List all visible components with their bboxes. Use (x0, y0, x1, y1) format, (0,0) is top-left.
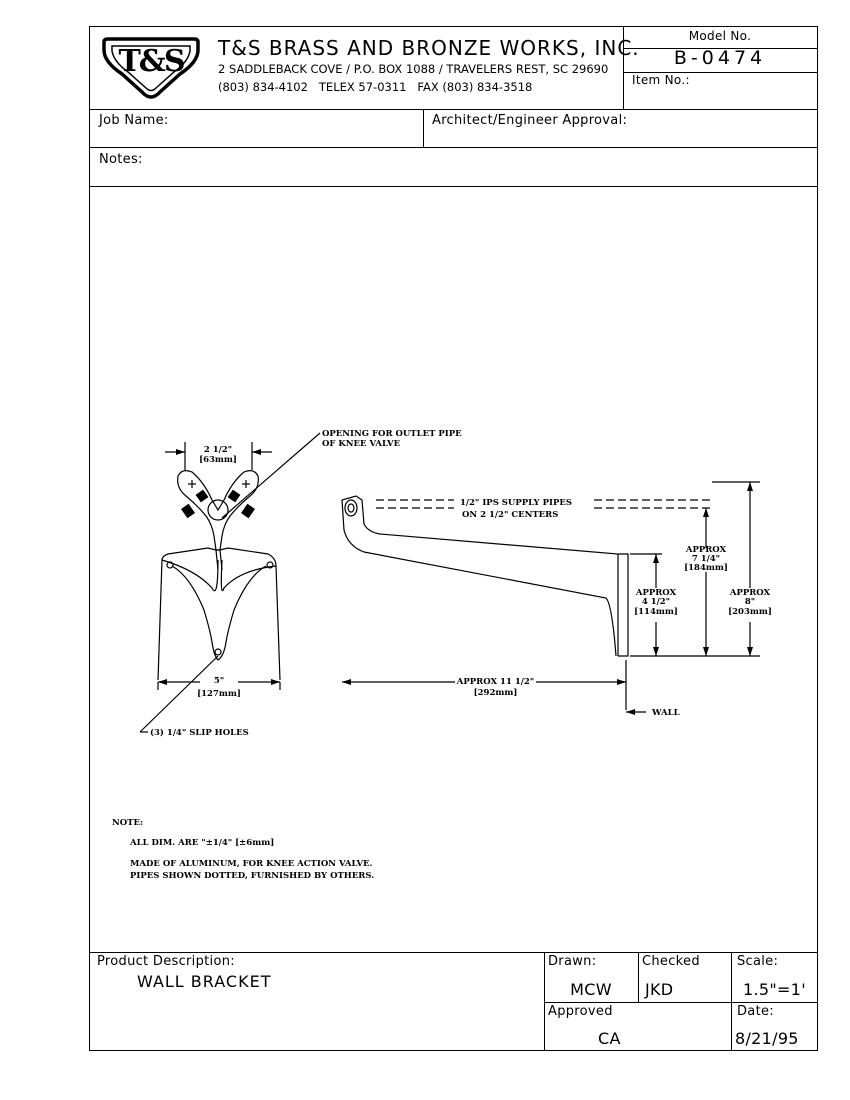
model-row-divider (623, 48, 817, 49)
dim-length-mm: [292mm] (473, 688, 518, 698)
date-value: 8/21/95 (735, 1029, 799, 1048)
job-row-divider (90, 147, 817, 148)
dim-top-width-mm: [63mm] (199, 455, 237, 465)
dim-8-approx: APPROX (729, 588, 771, 598)
dim-8-value: 8" (744, 597, 756, 607)
callout-slip-holes: (3) 1/4" SLIP HOLES (150, 728, 249, 738)
footer-mid-divider (544, 1002, 817, 1003)
footer-col2-divider (638, 952, 639, 1002)
dim-base-width: 5" (213, 676, 225, 686)
job-name-label: Job Name: (99, 113, 169, 128)
notes-label: Notes: (99, 152, 143, 167)
callout-opening-line2: OF KNEE VALVE (322, 439, 401, 449)
model-label: Model No. (688, 29, 752, 43)
dim-top-width: 2 1/2" (203, 445, 233, 455)
dim-7-1-4-value: 7 1/4" (691, 554, 721, 564)
wall-label: WALL (652, 708, 680, 718)
dim-4-1-2-value: 4 1/2" (641, 597, 671, 607)
dim-4-1-2-approx: APPROX (635, 588, 677, 598)
approved-label: Approved (548, 1004, 613, 1019)
job-architect-divider (423, 109, 424, 147)
model-box-divider (623, 27, 624, 109)
header-divider (90, 109, 817, 110)
model-value: B-0474 (673, 47, 767, 69)
technical-drawing: 2 1/2" [63mm] OPENING FOR OUTLET PIPE OF… (100, 420, 800, 760)
note-line-1: ALL DIM. ARE "±1/4" [±6mm] (130, 838, 275, 848)
item-label: Item No.: (632, 73, 690, 87)
footer-col3-divider (731, 952, 732, 1050)
dim-8-mm: [203mm] (728, 607, 772, 617)
model-value-divider (623, 72, 817, 73)
bracket-drawing-svg (139, 432, 760, 733)
date-label: Date: (737, 1004, 774, 1019)
checked-value: JKD (645, 980, 674, 999)
drawn-value: MCW (570, 980, 612, 999)
company-address: 2 SADDLEBACK COVE / P.O. BOX 1088 / TRAV… (218, 62, 609, 76)
company-contact: (803) 834-4102 TELEX 57-0311 FAX (803) 8… (218, 80, 533, 94)
product-description-label: Product Description: (97, 954, 235, 969)
footer-col1-divider (544, 952, 545, 1050)
pipes-label-line2: ON 2 1/2" CENTERS (462, 510, 559, 520)
pipes-label-line1: 1/2" IPS SUPPLY PIPES (460, 498, 572, 508)
dim-7-1-4-mm: [184mm] (684, 563, 728, 573)
callout-opening-line1: OPENING FOR OUTLET PIPE (322, 429, 462, 439)
logo-text: T&S (118, 44, 185, 79)
product-description-value: WALL BRACKET (137, 972, 272, 991)
note-line-2: MADE OF ALUMINUM, FOR KNEE ACTION VALVE. (130, 859, 373, 869)
company-name: T&S BRASS AND BRONZE WORKS, INC. (218, 36, 640, 60)
checked-label: Checked (642, 954, 700, 969)
note-heading: NOTE: (112, 818, 144, 828)
architect-approval-label: Architect/Engineer Approval: (432, 113, 628, 128)
dim-base-width-mm: [127mm] (197, 689, 241, 699)
scale-label: Scale: (737, 954, 779, 969)
drawing-sheet (89, 26, 818, 1051)
scale-value: 1.5"=1' (743, 980, 806, 999)
dim-length: APPROX 11 1/2" (456, 677, 535, 687)
drawn-label: Drawn: (548, 954, 597, 969)
note-line-3: PIPES SHOWN DOTTED, FURNISHED BY OTHERS. (130, 871, 375, 881)
dim-4-1-2-mm: [114mm] (634, 607, 678, 617)
footer-divider (90, 952, 817, 953)
ts-logo: T&S (100, 36, 202, 106)
notes-row-divider (90, 186, 817, 187)
dim-7-1-4-approx: APPROX (685, 545, 727, 555)
approved-value: CA (598, 1029, 621, 1048)
